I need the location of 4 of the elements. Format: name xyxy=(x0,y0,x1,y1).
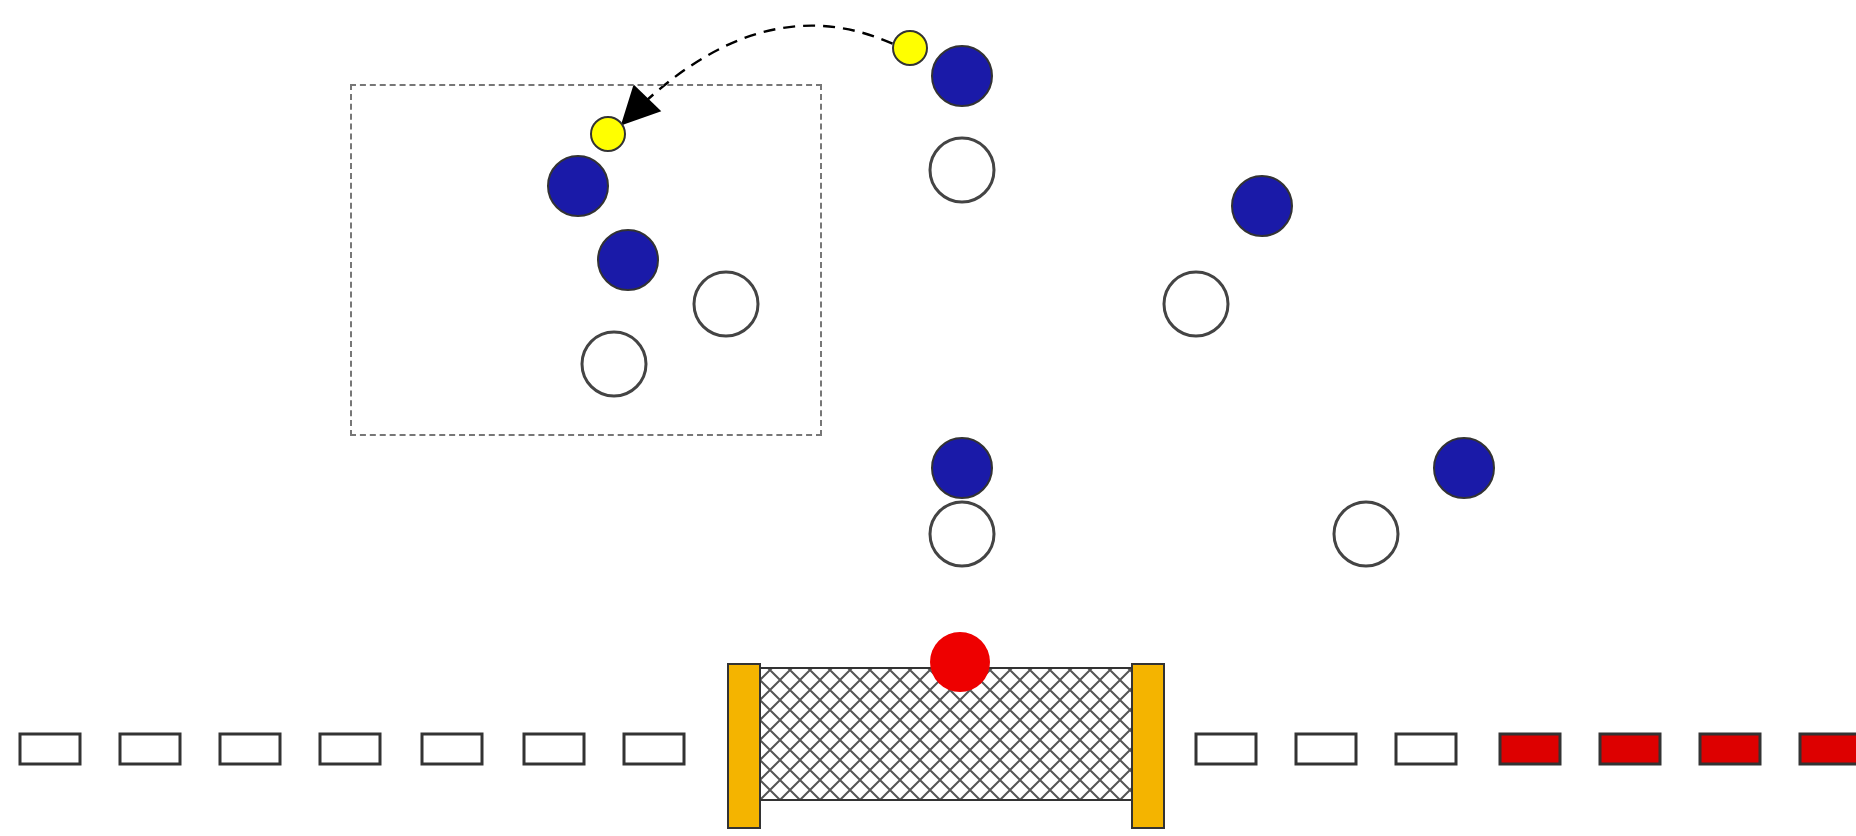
ball-marker xyxy=(892,30,928,66)
ball-marker xyxy=(590,116,626,152)
pass-arrow xyxy=(620,24,893,126)
dashed-zone xyxy=(350,84,822,436)
